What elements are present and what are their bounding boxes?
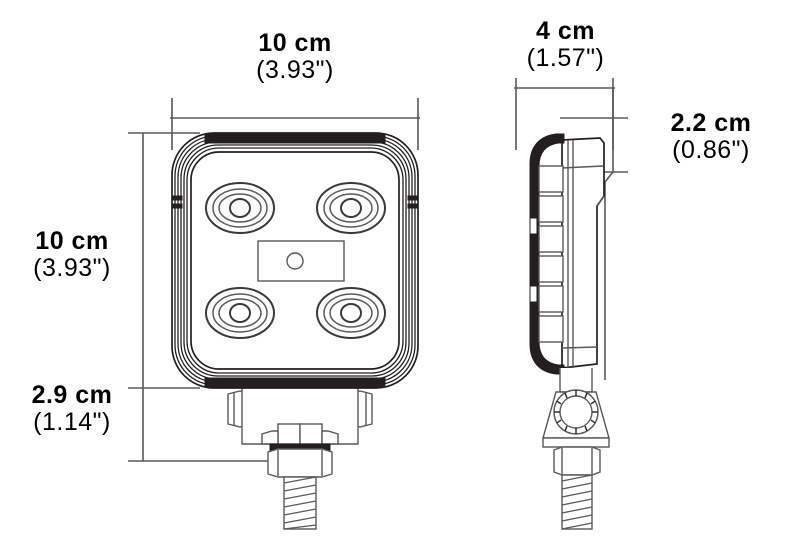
side-lens-depth-dimension-label: 2.2 cm (0.86") (636, 110, 786, 164)
led-lens-top-right (316, 182, 386, 234)
front-height-dimension-lines (128, 132, 200, 389)
side-threaded-mounting-stud (553, 446, 601, 530)
front-height-dimension-label: 10 cm (3.93") (8, 228, 136, 282)
side-lens-depth-imperial: (0.86") (672, 136, 750, 164)
mounting-bracket-front (227, 388, 373, 452)
side-depth-metric: 4 cm (536, 17, 595, 45)
front-height-metric: 10 cm (35, 227, 109, 255)
front-width-imperial: (3.93") (256, 56, 334, 84)
bracket-height-imperial: (1.14") (33, 408, 111, 436)
side-lens-depth-metric: 2.2 cm (670, 109, 752, 137)
knurled-pivot-washer (553, 389, 599, 435)
threaded-mounting-stud (267, 448, 333, 530)
led-lens-top-left (205, 182, 275, 234)
bracket-height-metric: 2.9 cm (31, 381, 113, 409)
side-view-group (529, 133, 610, 530)
front-width-dimension-label: 10 cm (3.93") (175, 30, 415, 84)
side-mounting-bracket (542, 368, 610, 448)
front-width-metric: 10 cm (258, 29, 332, 57)
side-depth-imperial: (1.57") (526, 44, 605, 72)
center-label-plate (257, 240, 345, 282)
led-lens-bottom-left (205, 287, 275, 339)
led-lens-bottom-right (316, 287, 386, 339)
housing-side-body (561, 137, 605, 369)
front-height-imperial: (3.93") (33, 254, 111, 282)
bracket-height-dimension-label: 2.9 cm (1.14") (8, 382, 136, 436)
lens-front-edge (529, 133, 565, 375)
front-width-dimension-lines (170, 98, 420, 150)
side-depth-dimension-label: 4 cm (1.57") (493, 18, 638, 72)
front-view-group (171, 132, 419, 530)
